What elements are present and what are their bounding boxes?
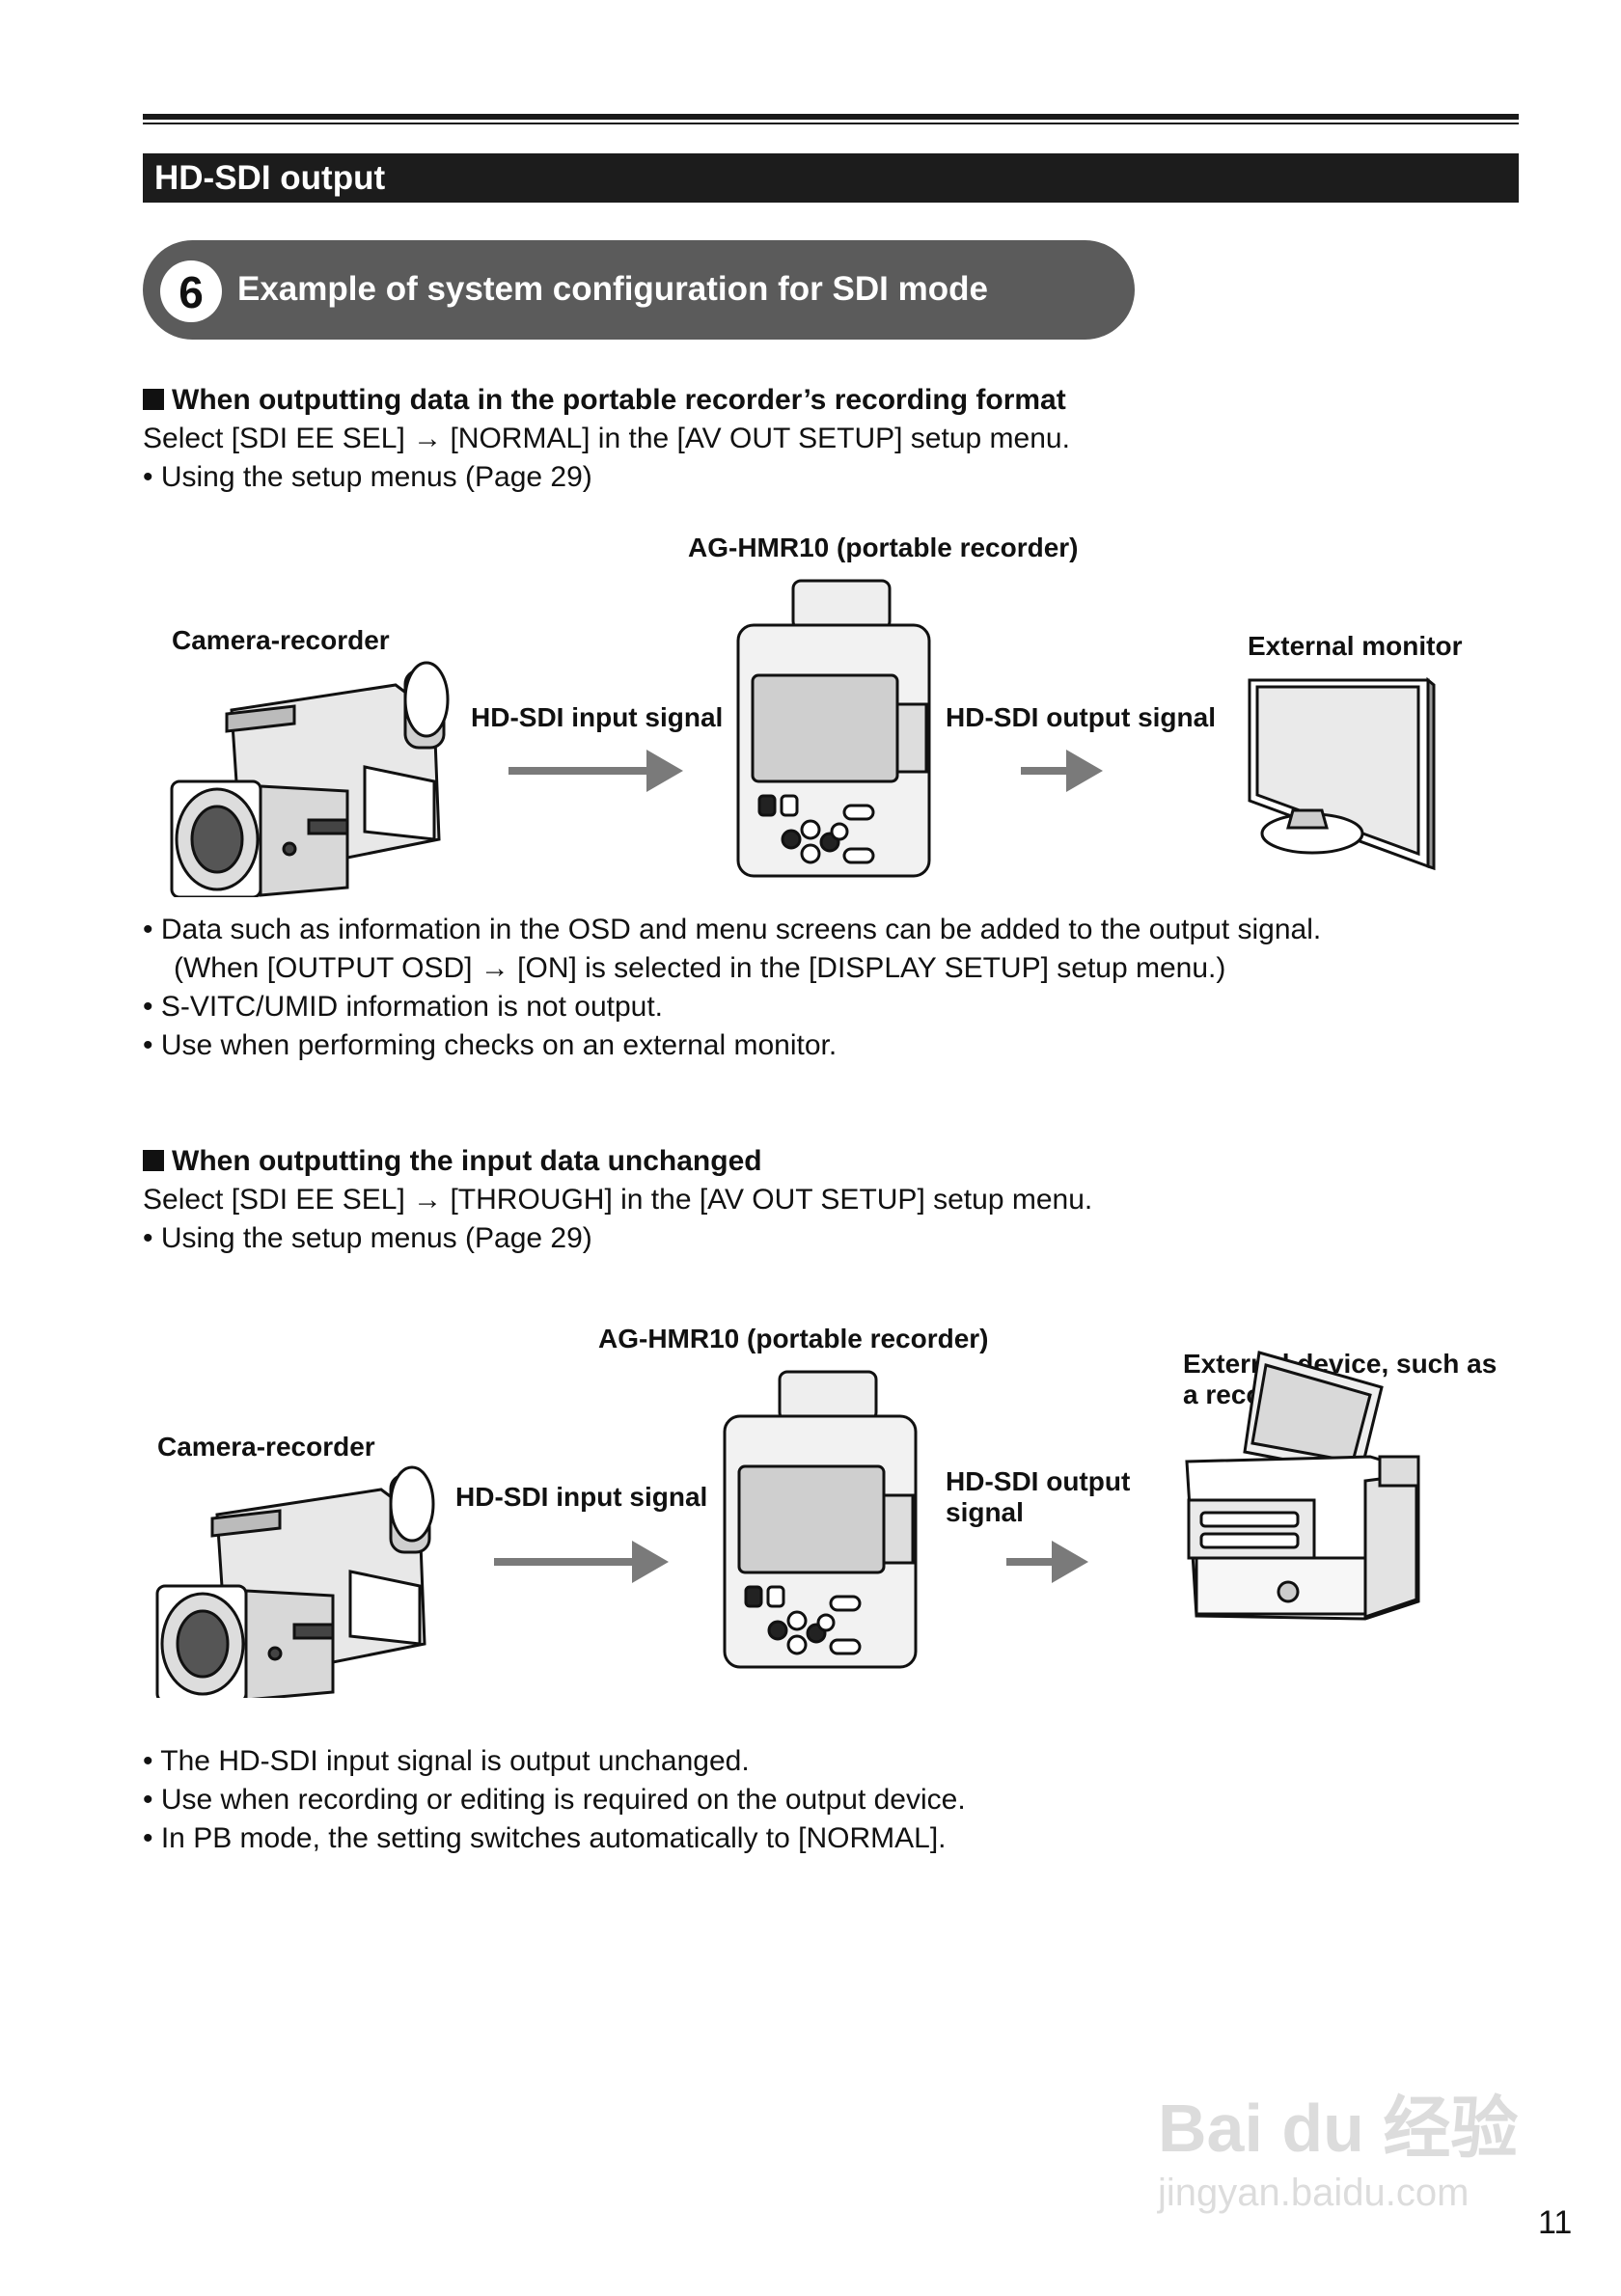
camera-recorder-icon [155, 1465, 435, 1698]
block1-heading: When outputting data in the portable rec… [143, 381, 1066, 420]
watermark-url: jingyan.baidu.com [1158, 2172, 1470, 2214]
watermark: Bai du 经验 jingyan.baidu.com [1158, 2074, 1563, 2248]
square-bullet-icon [143, 1150, 164, 1171]
output-signal-label-line2: signal [946, 1497, 1024, 1527]
block2-setup-ref: • Using the setup menus (Page 29) [143, 1222, 592, 1254]
header-rule-thin [143, 123, 1519, 124]
external-recorder-device-icon [1185, 1351, 1420, 1621]
section-title-bar: HD-SDI output [143, 153, 1519, 203]
note-monitor-check: • Use when performing checks on an exter… [143, 1029, 838, 1061]
arrow-right-icon [508, 750, 683, 792]
diagram-1-graphics [170, 579, 1436, 897]
header-rule-thick [143, 114, 1519, 120]
diagram-1: AG-HMR10 (portable recorder) Camera-reco… [0, 521, 1621, 897]
step-number-badge: 6 [160, 260, 222, 322]
block1-setup-ref: • Using the setup menus (Page 29) [143, 461, 592, 493]
camera-recorder-icon [170, 661, 450, 897]
note-pb-mode: • In PB mode, the setting switches autom… [143, 1822, 947, 1854]
input-signal-label: HD-SDI input signal [455, 1482, 708, 1512]
camera-label: Camera-recorder [157, 1432, 375, 1462]
recorder-label: AG-HMR10 (portable recorder) [688, 533, 1079, 562]
output-signal-label-line1: HD-SDI output [946, 1466, 1131, 1496]
camera-label: Camera-recorder [172, 625, 390, 655]
portable-recorder-icon [723, 1370, 918, 1669]
arrow-right-icon [494, 1541, 669, 1583]
watermark-brand: Bai du 经验 [1158, 2091, 1519, 2166]
diagram-2: AG-HMR10 (portable recorder) Camera-reco… [0, 1312, 1621, 1698]
note-recording-editing: • Use when recording or editing is requi… [143, 1784, 966, 1816]
step-pill [143, 240, 1135, 340]
monitor-label: External monitor [1248, 631, 1463, 661]
note-osd-condition: (When [OUTPUT OSD] → [ON] is selected in… [174, 952, 1226, 984]
portable-recorder-icon [736, 579, 931, 878]
square-bullet-icon [143, 389, 164, 410]
arrow-right-icon [1006, 1541, 1088, 1583]
note-svitc: • S-VITC/UMID information is not output. [143, 991, 664, 1023]
page-number: 11 [1538, 2204, 1573, 2241]
external-device-label-line1: External device, such as [1183, 1349, 1497, 1379]
input-signal-label: HD-SDI input signal [471, 702, 724, 732]
arrow-right-icon [1021, 750, 1103, 792]
note-unchanged: • The HD-SDI input signal is output unch… [143, 1745, 750, 1777]
output-signal-label: HD-SDI output signal [946, 702, 1216, 732]
block2-instruction: Select [SDI EE SEL] → [THROUGH] in the [… [143, 1184, 1093, 1216]
external-monitor-icon [1248, 676, 1436, 871]
block2-heading: When outputting the input data unchanged [143, 1142, 762, 1181]
diagram-2-graphics [155, 1351, 1420, 1698]
recorder-label: AG-HMR10 (portable recorder) [598, 1324, 989, 1353]
note-osd: • Data such as information in the OSD an… [143, 914, 1322, 945]
step-title: Example of system configuration for SDI … [237, 270, 988, 308]
block1-instruction: Select [SDI EE SEL] → [NORMAL] in the [A… [143, 423, 1070, 454]
